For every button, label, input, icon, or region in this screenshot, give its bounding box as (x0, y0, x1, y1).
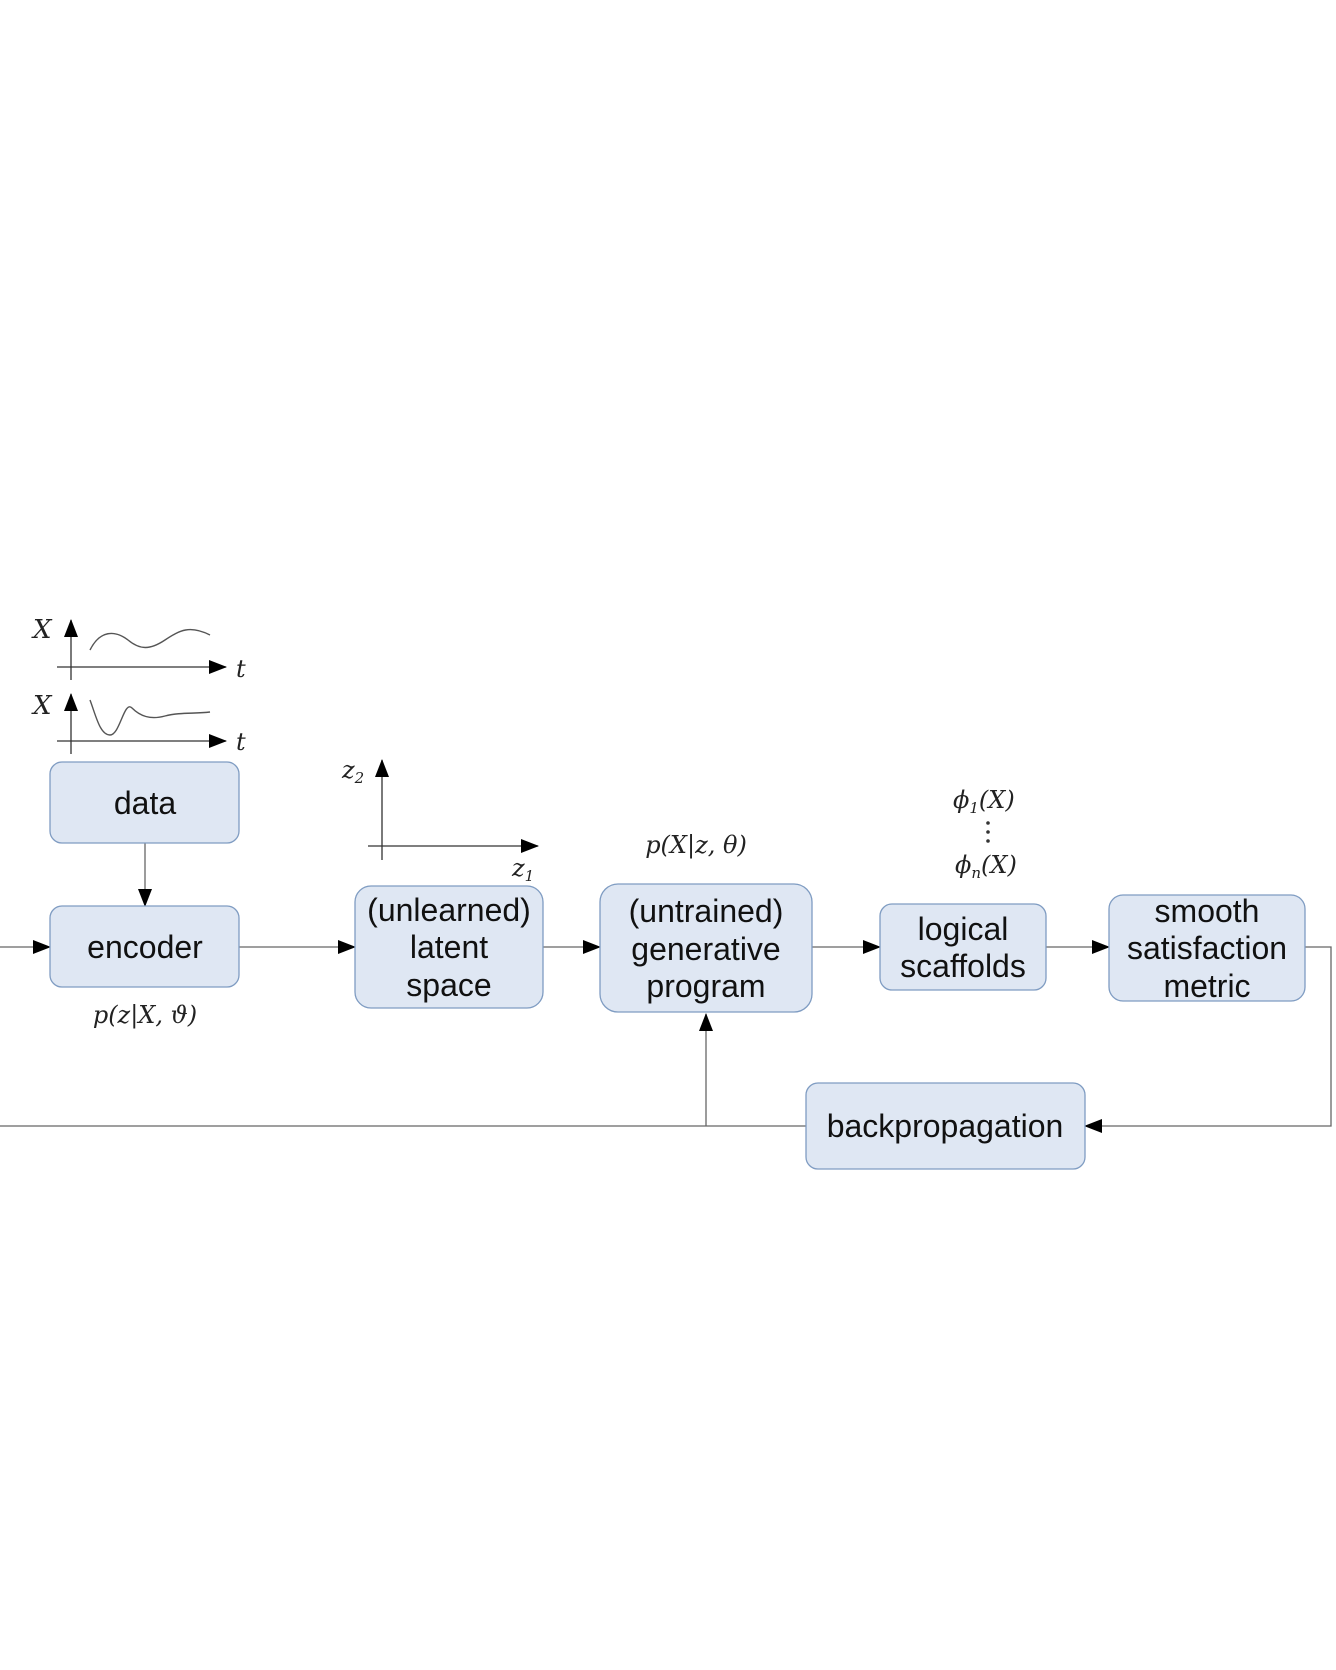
edges (0, 843, 1332, 1133)
satisfaction-metric-node: smooth satisfaction metric (1108, 893, 1306, 1004)
signal-curve-bottom (89, 699, 211, 736)
phi-first-label: ϕ1(X) (953, 786, 1015, 817)
metric-node-label-2: satisfaction (1127, 930, 1287, 966)
latent-space-node: (unlearned) latent space (354, 885, 544, 1009)
latent-node-label-2: latent (410, 929, 488, 965)
encoder-distribution-label: p(z|X, ϑ) (93, 1001, 197, 1030)
data-node-label: data (114, 785, 176, 821)
phi-last-label: ϕn(X) (955, 851, 1017, 882)
plot-top-y-label: X (31, 615, 53, 645)
signal-curve-top (89, 628, 211, 651)
edge-metric-backprop (1084, 946, 1332, 1133)
data-node: data (49, 761, 240, 844)
latent-axes: z2 z1 (341, 756, 539, 885)
latent-node-label-1: (unlearned) (367, 892, 531, 928)
plot-bottom-y-label: X (31, 691, 53, 721)
scaffolds-node-label-1: logical (918, 911, 1009, 947)
backprop-node-label: backpropagation (827, 1108, 1064, 1144)
generative-node-label-1: (untrained) (629, 893, 784, 929)
latent-x-label: z1 (511, 854, 534, 885)
scaffolds-node-label-2: scaffolds (900, 948, 1026, 984)
generative-node-label-2: generative (631, 931, 780, 967)
generative-node-label-3: program (646, 968, 765, 1004)
latent-node-label-3: space (406, 967, 491, 1003)
data-plot-top: X t (31, 615, 246, 683)
latent-y-label: z2 (341, 756, 364, 787)
generative-program-node: (untrained) generative program (599, 883, 813, 1013)
plot-bottom-x-label: t (236, 728, 246, 756)
encoder-node: encoder (49, 905, 240, 988)
logical-scaffolds-node: logical scaffolds (879, 903, 1047, 991)
encoder-node-label: encoder (87, 929, 203, 965)
metric-node-label-1: smooth (1155, 893, 1260, 929)
data-plot-bottom: X t (31, 691, 246, 756)
metric-node-label-3: metric (1163, 968, 1250, 1004)
generative-distribution-label: p(X|z, θ) (645, 831, 747, 860)
phi-ellipsis (986, 821, 990, 843)
backpropagation-node: backpropagation (805, 1082, 1086, 1170)
plot-top-x-label: t (236, 655, 246, 683)
